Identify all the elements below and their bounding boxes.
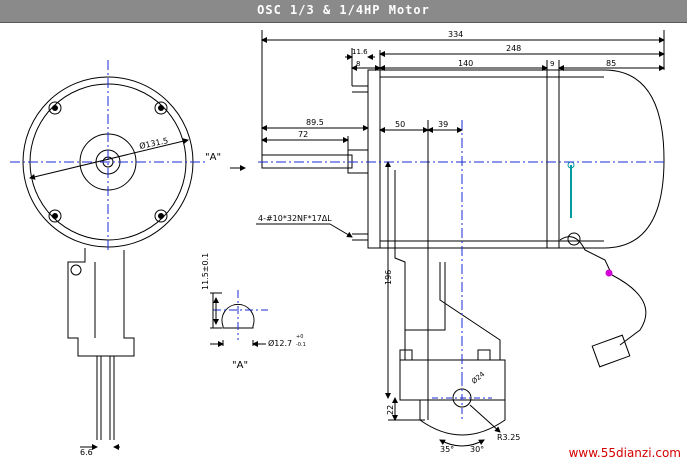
bolt-holes xyxy=(48,101,168,223)
shaft-diameter-label: Ø12.7 xyxy=(268,338,292,348)
side-bracket-upper xyxy=(394,170,446,331)
angle-35-label: 35° xyxy=(440,445,454,454)
side-view xyxy=(256,30,666,447)
angle-30-label: 30° xyxy=(470,445,484,454)
dim-85-label: 85 xyxy=(606,59,616,68)
dim-334-label: 334 xyxy=(448,30,463,39)
watermark: www.55dianzi.com xyxy=(568,446,681,460)
cable xyxy=(559,236,613,276)
front-flange xyxy=(367,69,381,249)
view-arrow-label: "A" xyxy=(205,152,221,163)
section-view-label: "A" xyxy=(232,360,248,371)
dim-9-label: 9 xyxy=(550,60,554,68)
diagram-title: OSC 1/3 & 1/4HP Motor xyxy=(257,3,430,17)
connector-plug xyxy=(591,334,631,368)
diameter-24-label: Ø24 xyxy=(470,370,487,386)
front-bracket xyxy=(67,248,135,357)
dim-196-label: 196 xyxy=(384,270,393,285)
dim-248-label: 248 xyxy=(506,44,521,53)
dim-6-6-label: 6.6 xyxy=(80,448,93,457)
front-view xyxy=(10,60,208,450)
shaft-tol-upper: +0 xyxy=(296,334,303,340)
bracket-foot xyxy=(399,359,506,401)
dim-39-label: 39 xyxy=(438,120,448,129)
dim-140-label: 140 xyxy=(458,59,473,68)
dim-50-label: 50 xyxy=(395,120,405,129)
dim-89-5-label: 89.5 xyxy=(306,118,324,127)
shaft-tol-lower: -0.1 xyxy=(296,342,306,348)
title-bar: OSC 1/3 & 1/4HP Motor xyxy=(0,0,687,23)
end-bell-ring xyxy=(546,69,560,249)
radius-label: R3.25 xyxy=(497,433,520,442)
section-11-5-label: 11.5±0.1 xyxy=(201,253,210,290)
shaft-section xyxy=(221,304,255,329)
dim-72-label: 72 xyxy=(298,130,308,139)
diameter-leader xyxy=(29,138,189,180)
dim-8-label: 8 xyxy=(356,60,360,68)
view-arrow-a: "A" xyxy=(205,152,246,171)
dim-22-label: 22 xyxy=(386,405,395,415)
dim-11-6-label: 11.6 xyxy=(352,48,368,56)
bracket-hole xyxy=(70,264,82,276)
motor-drawing: Ø131.5 6.6 "A" 11.5±0.1 Ø12.7 +0 -0.1 "A… xyxy=(10,30,666,457)
thread-note: 4-#10*32NF*17ΔL xyxy=(258,214,332,223)
section-a-view xyxy=(210,290,268,347)
motor-body xyxy=(380,69,665,249)
